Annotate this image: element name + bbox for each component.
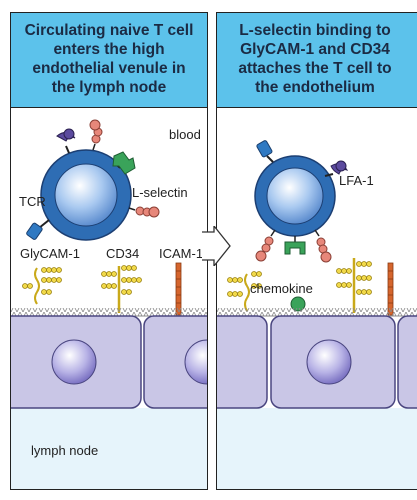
panel-1-title-line-1: Circulating naive T cell xyxy=(24,22,194,39)
tcr-receptor-2 xyxy=(256,140,274,163)
lymph-node-region-2 xyxy=(217,408,417,489)
tcr-label: TCR xyxy=(19,194,46,209)
icam-1-molecule-2 xyxy=(387,262,394,316)
l-selectin-right xyxy=(128,206,160,218)
chemokine-label: chemokine xyxy=(250,281,313,296)
lfa-1-receptor-2 xyxy=(324,160,349,177)
lymph-node-label: lymph node xyxy=(31,443,99,458)
glycam-1-molecule xyxy=(22,267,62,305)
panel-stage-2: L-selectin binding to GlyCAM-1 and CD34 … xyxy=(216,12,417,490)
l-selectin-top xyxy=(89,119,103,151)
panel-1-scene xyxy=(11,119,207,409)
progression-arrow-icon xyxy=(202,226,231,266)
panel-stage-1: Circulating naive T cell enters the high… xyxy=(10,12,208,490)
panel-2-scene xyxy=(217,140,417,409)
integrin-receptor xyxy=(112,151,136,175)
cd34-molecule-2 xyxy=(336,258,372,313)
icam-1-molecule xyxy=(175,262,182,316)
t-cell-bound xyxy=(254,155,336,237)
cd34-molecule xyxy=(101,265,142,313)
lfa-1-label: LFA-1 xyxy=(339,173,374,188)
l-selectin-label: L-selectin xyxy=(132,185,188,200)
cd34-label: CD34 xyxy=(106,246,140,261)
glycam-1-label: GlyCAM-1 xyxy=(20,246,80,261)
l-selectin-bound-left xyxy=(255,229,276,262)
icam-1-label: ICAM-1 xyxy=(159,246,204,261)
panel-1-title-line-4: the lymph node xyxy=(51,79,167,96)
panel-2-title: L-selectin binding to GlyCAM-1 and CD34 … xyxy=(217,13,417,108)
glycocalyx xyxy=(11,308,207,316)
tcr-receptor xyxy=(26,219,50,240)
lymph-node-region xyxy=(11,408,207,489)
panel-1-title: Circulating naive T cell enters the high… xyxy=(11,13,207,108)
panel-1-title-line-3: endothelial venule in xyxy=(32,60,186,77)
panel-1-title-line-2: enters the high xyxy=(53,41,165,58)
panel-2-title-line-4: the endothelium xyxy=(255,79,375,96)
integrin-receptor-2 xyxy=(284,236,306,255)
endothelial-cells-2 xyxy=(217,315,417,409)
panel-2-title-line-2: GlyCAM-1 and CD34 xyxy=(240,41,390,58)
glycocalyx-2 xyxy=(217,308,417,316)
blood-label: blood xyxy=(169,127,201,142)
l-selectin-bound-right xyxy=(314,229,332,263)
t-cell xyxy=(40,149,132,241)
endothelial-cells xyxy=(11,315,207,409)
lfa-1-receptor xyxy=(56,128,76,154)
panel-2-title-line-1: L-selectin binding to xyxy=(239,22,391,39)
glycam-1-molecule-2 xyxy=(227,271,262,312)
panel-2-title-line-3: attaches the T cell to xyxy=(238,60,392,77)
